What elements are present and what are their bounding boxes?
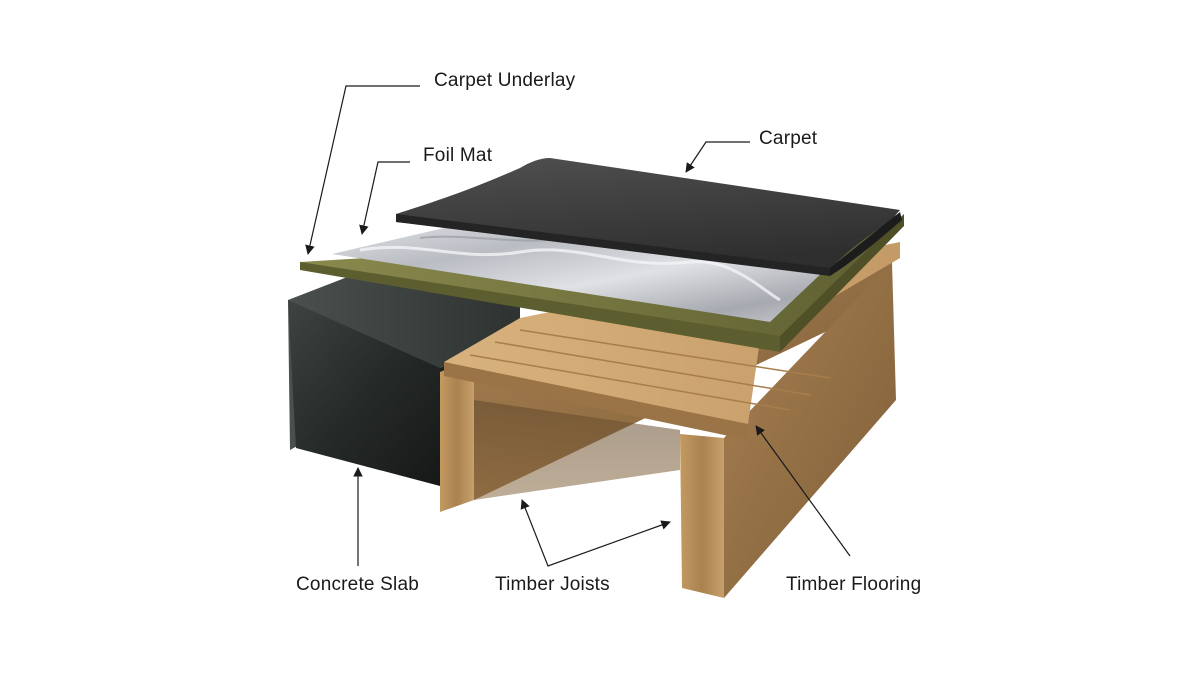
label-timber-flooring: Timber Flooring [786,574,922,595]
timber-joist-front [474,262,896,598]
label-timber-joists: Timber Joists [495,574,610,595]
leader-carpet [685,141,750,173]
leader-carpet-underlay [305,85,420,255]
label-concrete-slab: Concrete Slab [296,574,420,595]
carpet-layer [396,158,902,276]
label-carpet-underlay: Carpet Underlay [434,70,576,91]
leader-lines [305,85,851,567]
leader-timber-joists [520,499,671,567]
label-carpet: Carpet [759,128,818,149]
label-foil-mat: Foil Mat [423,145,493,166]
leader-foil-mat [359,161,410,235]
leader-timber-flooring [755,425,851,557]
